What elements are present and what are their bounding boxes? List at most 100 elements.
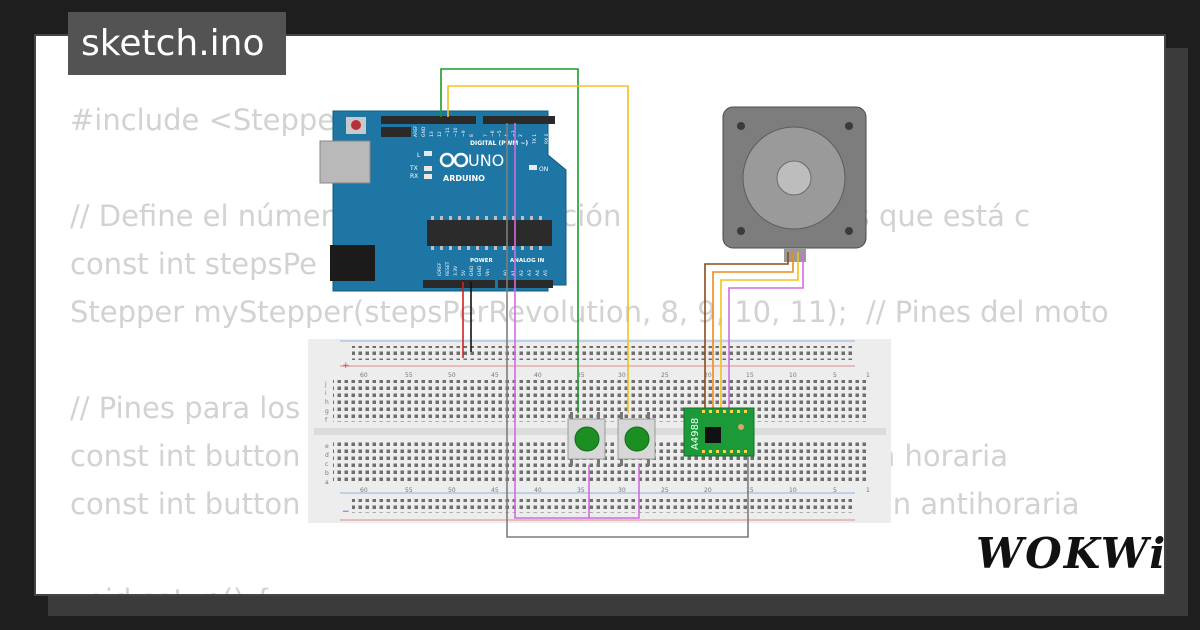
column-number: 5	[833, 372, 837, 379]
chip-pins	[431, 216, 542, 250]
row-letter: h	[325, 399, 329, 406]
plus-sign: +	[342, 361, 350, 371]
led-rx-label: RX	[410, 173, 418, 180]
svg-text:5V: 5V	[461, 269, 467, 276]
arduino-brand: ARDUINO	[443, 174, 485, 183]
power-label: POWER	[470, 258, 494, 264]
svg-text:2: 2	[518, 134, 524, 137]
svg-text:GND: GND	[469, 265, 475, 276]
svg-text:A4: A4	[535, 270, 541, 276]
led-l	[424, 151, 432, 156]
column-number: 10	[789, 487, 797, 494]
push-button-1[interactable]	[567, 412, 606, 466]
column-number: 20	[704, 487, 712, 494]
wire-brown[interactable]	[704, 252, 789, 410]
svg-text:A0: A0	[503, 270, 509, 276]
svg-text:AREF: AREF	[413, 125, 419, 137]
motor-connector	[784, 248, 806, 262]
svg-text:3.3V: 3.3V	[453, 265, 459, 276]
breadboard[interactable]: 60 55 50 45 40 35 30 25 20 15 10 5 1 60 …	[308, 339, 891, 523]
column-number: 20	[704, 372, 712, 379]
code-line: #include <Stepper	[70, 103, 348, 137]
svg-text:7: 7	[483, 134, 489, 137]
svg-text:TX 1: TX 1	[532, 134, 538, 145]
column-number: 30	[618, 487, 626, 494]
arduino-infinity-logo	[439, 152, 469, 168]
code-line: // Pines para los	[70, 391, 301, 425]
wokwi-logo: WOKWi	[976, 526, 1168, 582]
code-line: Stepper myStepper(stepsPerRevolution, 8,…	[70, 295, 1109, 329]
column-number: 60	[360, 487, 368, 494]
wire-orange[interactable]	[712, 252, 794, 410]
wire-green[interactable]	[440, 68, 579, 413]
row-letter: b	[325, 470, 329, 477]
driver-label: A4988	[690, 418, 701, 450]
svg-text:12: 12	[437, 131, 443, 137]
wire-gray[interactable]	[506, 123, 749, 538]
wire-violet[interactable]	[514, 123, 590, 519]
column-number: 15	[746, 487, 754, 494]
column-number: 45	[491, 372, 499, 379]
column-number: 1	[866, 372, 870, 379]
svg-text:A3: A3	[527, 270, 533, 276]
svg-text:GND: GND	[477, 265, 483, 276]
pin-labels-bottom: IOREF RESET 3.3V 5V GND GND Vin A0 A1 A2…	[437, 261, 549, 276]
column-number: 5	[833, 487, 837, 494]
column-number: 10	[789, 372, 797, 379]
column-number: 40	[534, 487, 542, 494]
row-letter: j	[324, 381, 327, 388]
wires	[440, 68, 804, 538]
header-digital-left	[381, 116, 476, 124]
led-tx	[424, 166, 432, 171]
led-on-label: ON	[539, 166, 548, 173]
terminal-holes	[333, 380, 868, 422]
column-number: 25	[661, 487, 669, 494]
row-letter: a	[325, 479, 329, 486]
atmega-chip	[427, 220, 552, 246]
wire-violet[interactable]	[728, 252, 804, 410]
row-letter: g	[325, 408, 329, 415]
svg-text:Vin: Vin	[485, 269, 491, 276]
mount-hole	[737, 122, 745, 130]
driver-pins	[702, 410, 747, 453]
reset-button-cap[interactable]	[351, 120, 361, 130]
column-number: 1	[866, 487, 870, 494]
minus-sign: −	[342, 507, 350, 517]
column-number: 55	[405, 487, 413, 494]
wire-yellow[interactable]	[720, 252, 799, 410]
code-line: void setup() {	[70, 583, 272, 594]
svg-text:~9: ~9	[461, 130, 467, 137]
a4988-driver[interactable]: A4988	[683, 407, 755, 457]
column-number: 50	[448, 487, 456, 494]
column-number: 60	[360, 372, 368, 379]
power-rail-holes	[352, 499, 854, 513]
svg-text:~6: ~6	[490, 130, 496, 137]
power-jack	[330, 245, 375, 281]
row-letter: i	[325, 390, 327, 397]
row-letter: f	[325, 417, 328, 424]
driver-potentiometer[interactable]	[738, 424, 744, 430]
svg-text:A2: A2	[519, 270, 525, 276]
wire-yellow[interactable]	[447, 85, 629, 413]
svg-text:13: 13	[429, 131, 435, 137]
column-number: 15	[746, 372, 754, 379]
motor-shaft	[776, 160, 812, 196]
digital-header-label: DIGITAL (PWM ~)	[470, 140, 528, 147]
wire-violet[interactable]	[589, 465, 640, 519]
svg-text:A5: A5	[543, 270, 549, 276]
column-number: 50	[448, 372, 456, 379]
mount-hole	[845, 122, 853, 130]
analog-label: ANALOG IN	[510, 258, 545, 264]
column-number: 35	[577, 487, 585, 494]
wokwi-logo-text: WOKWi	[976, 529, 1168, 578]
led-on	[529, 165, 537, 170]
arduino-model: UNO	[468, 151, 504, 170]
row-letter: e	[325, 443, 329, 450]
column-number: 35	[577, 372, 585, 379]
stepper-motor[interactable]	[722, 106, 867, 262]
usb-port	[319, 140, 371, 184]
push-button-2[interactable]	[617, 412, 656, 466]
arduino-uno[interactable]: DIGITAL (PWM ~) UNO ARDUINO L TX RX ON A…	[319, 110, 567, 292]
column-number: 40	[534, 372, 542, 379]
